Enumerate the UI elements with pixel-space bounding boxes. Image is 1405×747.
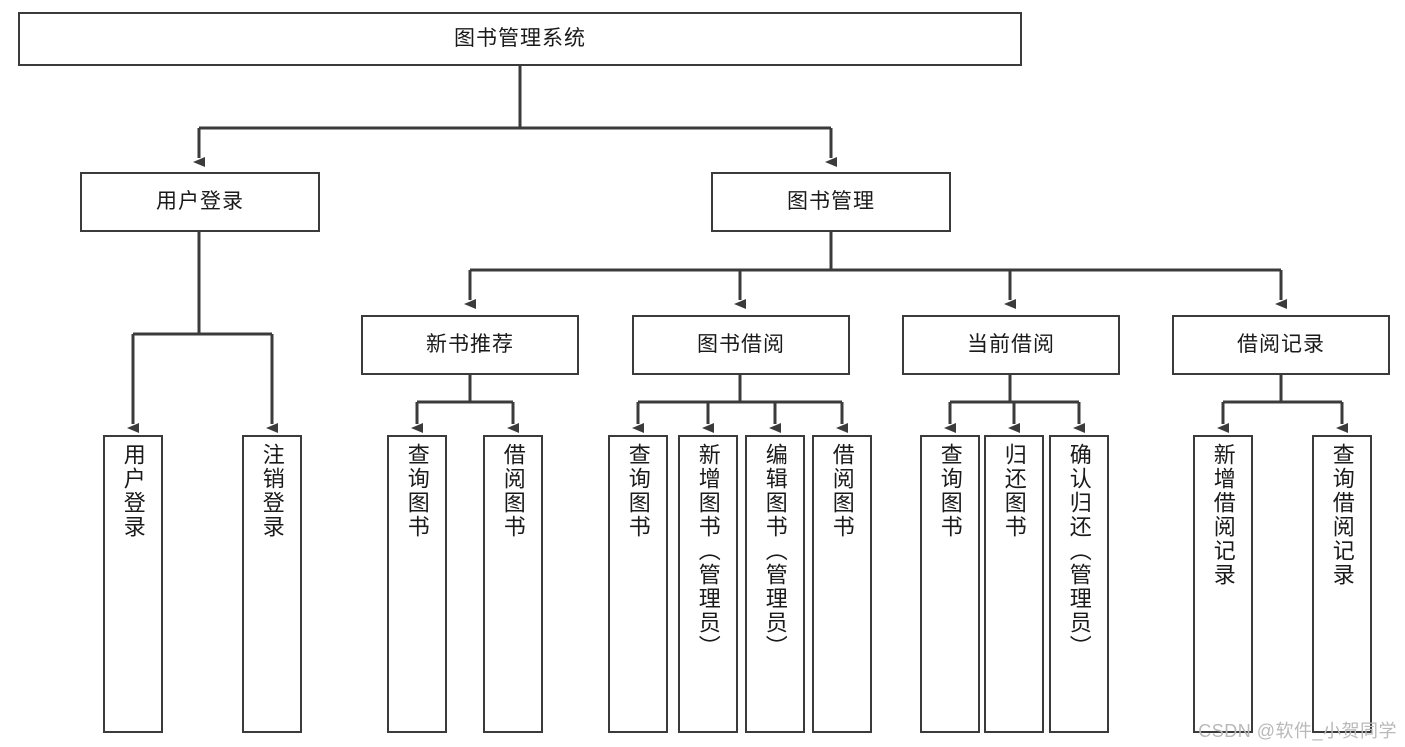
- node-leaf-user-login[interactable]: 用户登录: [103, 435, 163, 733]
- node-leaf-logout[interactable]: 注销登录: [242, 435, 302, 733]
- node-label: 借阅图书: [829, 443, 855, 539]
- node-label: 注销登录: [259, 443, 285, 539]
- node-label: 编辑图书（管理员）: [762, 443, 788, 659]
- node-label: 借阅图书: [500, 443, 526, 539]
- node-leaf-query-borrow-record[interactable]: 查询借阅记录: [1312, 435, 1372, 733]
- node-new-book-recommend[interactable]: 新书推荐: [361, 315, 579, 375]
- node-leaf-borrow-book-recommend[interactable]: 借阅图书: [483, 435, 543, 733]
- node-label: 新增图书（管理员）: [695, 443, 721, 659]
- node-label: 借阅记录: [1237, 333, 1325, 357]
- node-user-login[interactable]: 用户登录: [80, 172, 320, 232]
- watermark-text: CSDN @软件_小贺同学: [1198, 721, 1397, 741]
- node-leaf-return-book[interactable]: 归还图书: [984, 435, 1044, 733]
- node-label: 确认归还（管理员）: [1066, 443, 1092, 659]
- node-book-borrow[interactable]: 图书借阅: [632, 315, 850, 375]
- node-label: 查询图书: [937, 443, 963, 539]
- node-label: 图书借阅: [697, 333, 785, 357]
- node-root-book-management-system[interactable]: 图书管理系统: [18, 12, 1022, 66]
- node-label: 查询图书: [404, 443, 430, 539]
- node-leaf-add-book-admin[interactable]: 新增图书（管理员）: [678, 435, 738, 733]
- node-label: 查询借阅记录: [1329, 443, 1355, 587]
- node-current-borrow[interactable]: 当前借阅: [902, 315, 1120, 375]
- node-label: 新增借阅记录: [1210, 443, 1236, 587]
- node-label: 用户登录: [156, 190, 244, 214]
- node-leaf-confirm-return-admin[interactable]: 确认归还（管理员）: [1049, 435, 1109, 733]
- node-label: 用户登录: [120, 443, 146, 539]
- node-leaf-borrow-book[interactable]: 借阅图书: [812, 435, 872, 733]
- node-leaf-query-book-borrow[interactable]: 查询图书: [608, 435, 668, 733]
- node-leaf-query-book-recommend[interactable]: 查询图书: [387, 435, 447, 733]
- node-label: 新书推荐: [426, 333, 514, 357]
- node-borrow-records[interactable]: 借阅记录: [1172, 315, 1390, 375]
- node-label: 图书管理: [787, 190, 875, 214]
- node-leaf-edit-book-admin[interactable]: 编辑图书（管理员）: [745, 435, 805, 733]
- node-leaf-query-book-current[interactable]: 查询图书: [920, 435, 980, 733]
- node-book-management[interactable]: 图书管理: [711, 172, 951, 232]
- node-leaf-add-borrow-record[interactable]: 新增借阅记录: [1193, 435, 1253, 733]
- node-label: 图书管理系统: [454, 27, 586, 51]
- node-label: 查询图书: [625, 443, 651, 539]
- node-label: 当前借阅: [967, 333, 1055, 357]
- node-label: 归还图书: [1001, 443, 1027, 539]
